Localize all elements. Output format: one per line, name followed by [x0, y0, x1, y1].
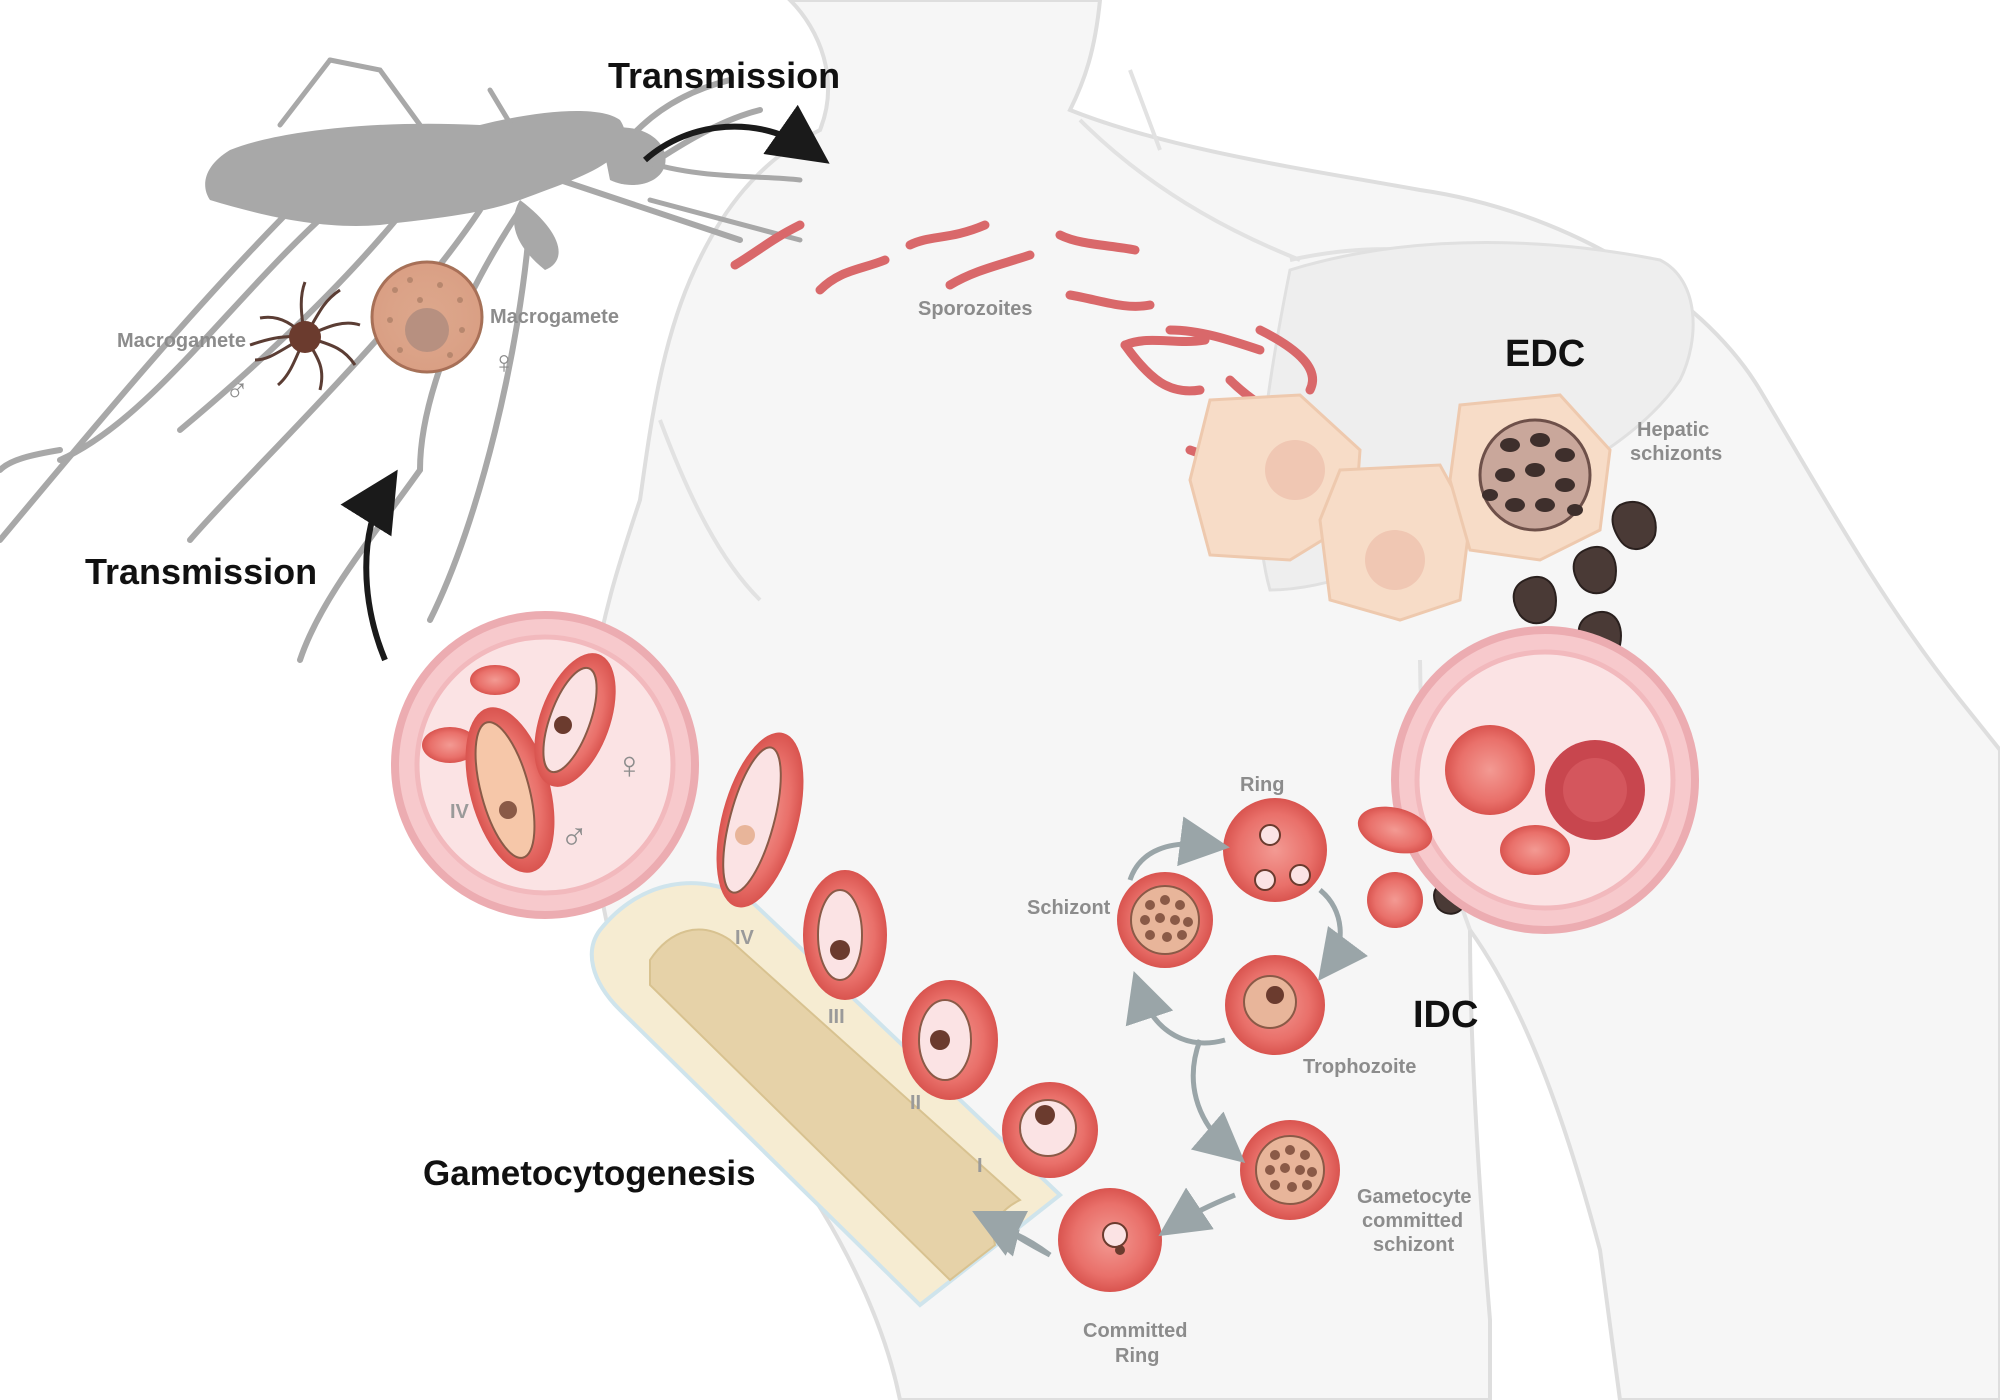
committed-ring-label-1: Committed	[1083, 1320, 1187, 1342]
committed-ring-label-2: Ring	[1115, 1345, 1159, 1367]
female-gamete	[370, 260, 484, 374]
vessel-stage-label: IV	[450, 801, 470, 823]
gametocyte-stage-iii	[803, 870, 887, 1000]
mosquito	[0, 57, 803, 663]
macrogamete-left-label: Macrogamete	[117, 330, 246, 352]
transmission-left-label: Transmission	[85, 551, 317, 592]
gametocyte-committed-label-1: Gametocyte	[1357, 1186, 1472, 1208]
ring-label: Ring	[1240, 774, 1284, 796]
bone-marrow-arrow	[972, 1211, 1052, 1258]
edc-label: EDC	[1505, 333, 1585, 375]
gametocyte-stage-ii	[902, 980, 998, 1100]
gametocytogenesis-label: Gametocytogenesis	[423, 1154, 756, 1193]
schizont-label: Schizont	[1027, 897, 1111, 919]
transmission-arrow-left	[340, 469, 398, 662]
trophozoite-label: Trophozoite	[1303, 1056, 1416, 1078]
gametocyte-committed-label-3: schizont	[1373, 1234, 1454, 1256]
female-vessel-symbol: ♀	[615, 745, 644, 787]
transmission-arrow-top	[643, 104, 830, 164]
male-gamete	[249, 281, 361, 391]
idc-trophozoite-cell	[1225, 955, 1325, 1055]
hepatic-schizonts-label-1: Hepatic	[1637, 419, 1709, 441]
macrogamete-right-label: Macrogamete	[490, 306, 619, 328]
stage-iii-label: III	[828, 1006, 845, 1028]
gametocyte-stage-i	[1002, 1082, 1098, 1178]
committed-ring-cell	[1058, 1188, 1162, 1292]
transmission-top-label: Transmission	[608, 55, 840, 96]
blood-vessel-right	[1391, 626, 1699, 934]
stage-i-label: I	[977, 1155, 983, 1177]
stage-ii-label: II	[910, 1092, 921, 1114]
gametocyte-committed-schizont-cell	[1240, 1120, 1340, 1220]
free-rbcs	[1357, 806, 1433, 928]
gametocyte-committed-label-2: committed	[1362, 1210, 1463, 1232]
hepatic-schizont	[1478, 418, 1592, 532]
hepatic-schizonts-label-2: schizonts	[1630, 443, 1722, 465]
male-symbol: ♂	[225, 371, 249, 407]
gametocyte-stage-iv	[716, 732, 804, 908]
idc-label: IDC	[1413, 994, 1478, 1036]
hepatocyte-nuclei	[1265, 440, 1425, 590]
stage-iv-label: IV	[735, 927, 755, 949]
blood-vessel-left	[391, 611, 699, 919]
idc-schizont-cell	[1117, 872, 1213, 968]
sporozoites-label: Sporozoites	[918, 298, 1032, 320]
male-vessel-symbol: ♂	[560, 815, 589, 857]
idc-ring-cell	[1223, 798, 1327, 902]
female-symbol: ♀	[492, 344, 516, 380]
